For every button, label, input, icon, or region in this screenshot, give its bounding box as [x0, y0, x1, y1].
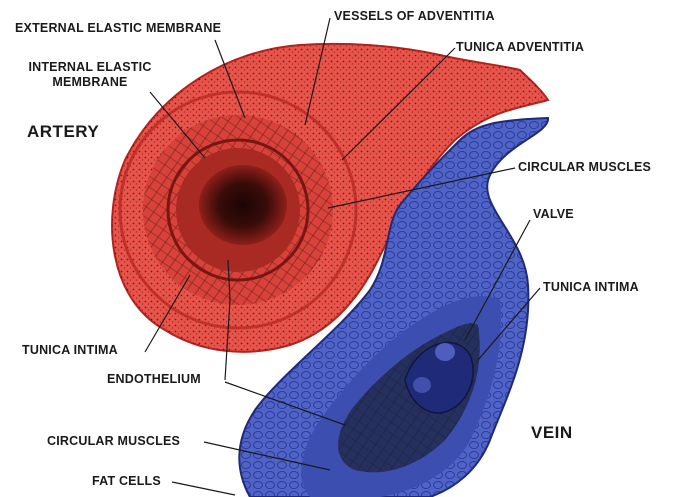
leader-fat-cells: [172, 482, 235, 495]
artery-lumen: [199, 165, 287, 245]
label-vein: VEIN: [531, 423, 573, 443]
label-valve: VALVE: [533, 207, 574, 222]
label-internal-elastic-membrane: INTERNAL ELASTIC MEMBRANE: [15, 60, 165, 90]
label-tunica-intima-right: TUNICA INTIMA: [543, 280, 639, 295]
vein-valve-cusp: [413, 377, 431, 393]
label-circular-muscles-left: CIRCULAR MUSCLES: [47, 434, 180, 449]
label-endothelium: ENDOTHELIUM: [107, 372, 201, 387]
label-tunica-adventitia: TUNICA ADVENTITIA: [456, 40, 584, 55]
label-fat-cells: FAT CELLS: [92, 474, 161, 489]
label-circular-muscles-right: CIRCULAR MUSCLES: [518, 160, 651, 175]
label-internal-elastic-membrane-line1: INTERNAL ELASTIC: [15, 60, 165, 75]
label-external-elastic-membrane: EXTERNAL ELASTIC MEMBRANE: [15, 21, 221, 36]
label-artery: ARTERY: [27, 122, 99, 142]
label-tunica-intima-left: TUNICA INTIMA: [22, 343, 118, 358]
label-internal-elastic-membrane-line2: MEMBRANE: [15, 75, 165, 90]
label-vessels-of-adventitia: VESSELS OF ADVENTITIA: [334, 9, 495, 24]
vein-valve-cusp: [435, 343, 455, 361]
